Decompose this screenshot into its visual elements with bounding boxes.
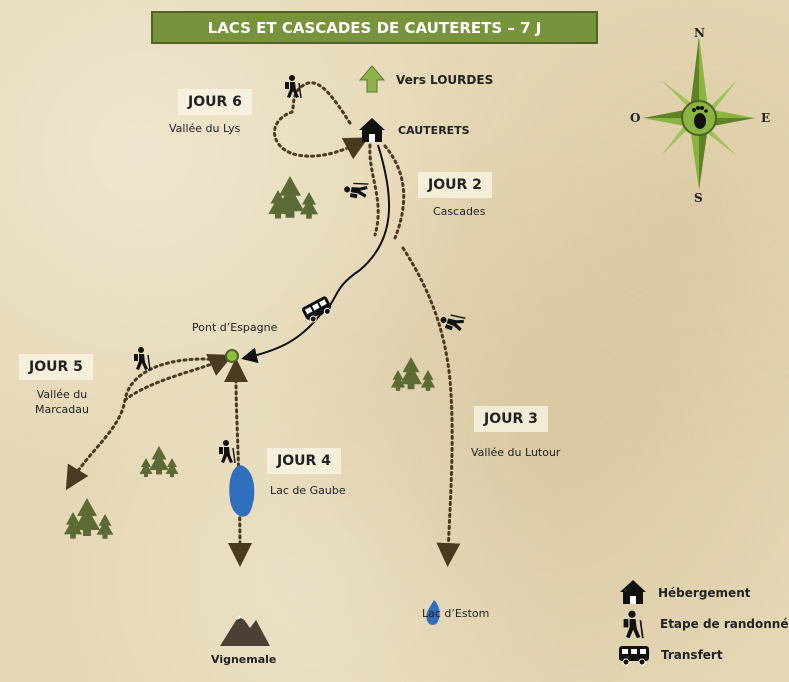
label-jour6: Vallée du Lys (169, 122, 241, 135)
label-jour4: Lac de Gaube (270, 484, 346, 497)
label-jour5-line1: Vallée du (36, 388, 88, 401)
hiker-icon (284, 74, 302, 99)
badge-jour3: JOUR 3 (474, 406, 548, 432)
legend-hike: Etape de randonnée (660, 617, 789, 631)
legend-lodging: Hébergement (658, 586, 751, 600)
label-lourdes: Vers LOURDES (396, 73, 494, 87)
label-lac-estom: Lac d’Estom (422, 607, 490, 620)
label-jour5-line2: Marcadau (35, 403, 89, 416)
footprint-icon (692, 106, 708, 129)
label-jour2: Cascades (433, 205, 486, 218)
tree-icon (63, 498, 114, 539)
compass-rose (643, 36, 755, 190)
legend-transfer: Transfert (661, 648, 723, 662)
hiker-icon (133, 346, 151, 371)
badge-jour2: JOUR 2 (418, 172, 492, 198)
pont-espagne-marker (225, 349, 239, 363)
route-jour2 (368, 143, 406, 240)
compass-south: S (694, 191, 703, 205)
label-pont-espagne: Pont d’Espagne (192, 321, 278, 334)
hiker-icon (218, 439, 236, 464)
label-jour3: Vallée du Lutour (471, 446, 561, 459)
legend-hiker-icon (622, 609, 644, 640)
lac-estom-shape (426, 600, 440, 625)
route-jour6 (273, 81, 369, 160)
lac-gaube-shape (229, 465, 255, 517)
bus-icon (301, 296, 332, 323)
arrow-up-icon (358, 65, 386, 93)
mountain-icon (220, 614, 270, 646)
label-cauterets: CAUTERETS (398, 124, 470, 137)
hiker-icon (342, 179, 370, 201)
compass-east: E (761, 111, 771, 125)
tree-icon (268, 176, 319, 219)
tree-icon (139, 446, 179, 477)
tree-icon (390, 357, 436, 391)
badge-jour5: JOUR 5 (19, 354, 93, 380)
badge-jour6: JOUR 6 (178, 89, 252, 115)
hiker-icon (437, 309, 467, 335)
compass-north: N (694, 26, 705, 40)
route-jour3 (401, 246, 461, 567)
map-title: LACS ET CASCADES DE CAUTERETS – 7 J (151, 11, 598, 44)
route-transfer (241, 144, 391, 364)
route-jour4 (227, 378, 252, 567)
legend-house-icon (620, 580, 646, 604)
label-vignemale: Vignemale (211, 653, 277, 666)
legend-bus-icon (619, 646, 649, 666)
badge-jour4: JOUR 4 (267, 448, 341, 474)
house-icon (359, 118, 385, 142)
compass-west: O (630, 111, 641, 125)
